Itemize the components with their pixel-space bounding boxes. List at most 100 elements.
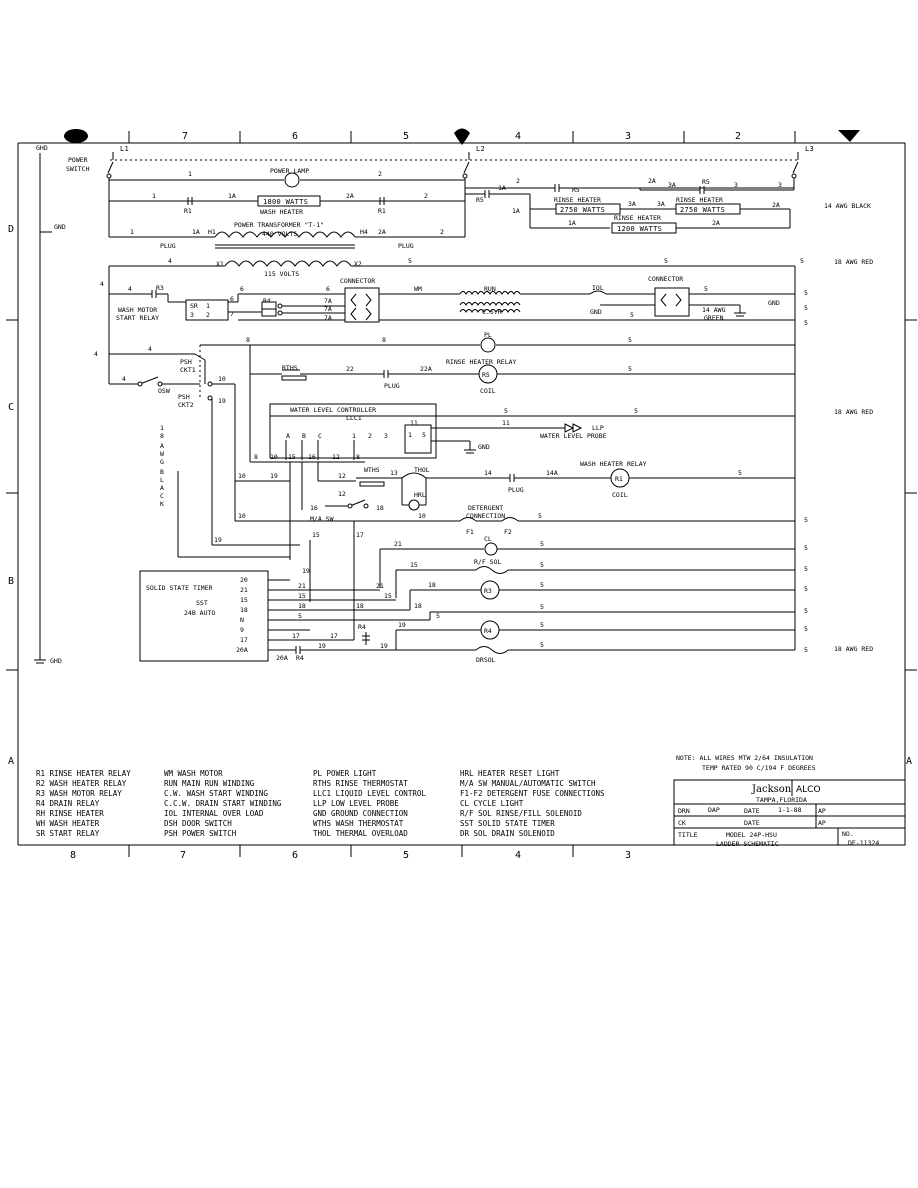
wire-label: 5 xyxy=(504,407,508,415)
power-switch-label-1: POWER xyxy=(68,156,88,164)
wire-label: 5 xyxy=(298,612,302,620)
wire-label: COIL xyxy=(612,491,628,499)
wire-label: 5 xyxy=(804,585,808,593)
wire-label: 3 xyxy=(384,432,388,440)
wire-label: GND xyxy=(768,299,780,307)
wire-label: OSW xyxy=(158,387,170,395)
wire-label: R5 xyxy=(482,371,490,379)
wire-label: RTHS xyxy=(282,364,298,372)
wire-label: F1 xyxy=(466,528,474,536)
wire-label: 3 xyxy=(734,181,738,189)
wire-label: 2 xyxy=(206,311,210,319)
wire-label: PSH xyxy=(180,358,192,366)
plug-4-label: PLUG xyxy=(508,486,524,494)
awg18-red-2: 18 AWG RED xyxy=(834,408,873,416)
wire-label: 5 xyxy=(540,561,544,569)
wire-label: 4 xyxy=(168,257,172,265)
wire-label: 19 xyxy=(302,567,310,575)
wash-heater-watts: 1800 WATTS xyxy=(263,198,308,206)
top-num-4: 4 xyxy=(515,131,521,142)
wire-label: R5 xyxy=(572,186,580,194)
wire-label: RUN xyxy=(484,285,496,293)
wire-label: DR SOL DRAIN SOLENOID xyxy=(460,829,555,838)
wire-label: R/F SOL RINSE/FILL SOLENOID xyxy=(460,809,582,818)
wire-label: RH RINSE HEATER xyxy=(36,809,104,818)
wire-label: IOL xyxy=(592,284,604,292)
wash-heater-label: WASH HEATER xyxy=(260,208,303,216)
wire-label: C.W. WASH START WINDING xyxy=(164,789,268,798)
wire-label: CKT2 xyxy=(178,401,194,409)
drawn-by: DAP xyxy=(708,806,720,814)
right-letter-a: A xyxy=(906,756,912,767)
wire-label: 12 xyxy=(338,472,346,480)
sheet-title: LADDER SCHEMATIC xyxy=(716,840,779,848)
wire-label: M/A SW xyxy=(310,515,334,523)
wire-label: 17 xyxy=(240,636,248,644)
wire-label: 18 xyxy=(414,602,422,610)
wire-label: 21 xyxy=(394,540,402,548)
wire-label: AP xyxy=(818,807,826,815)
wire-label: DETERGENT xyxy=(468,504,503,512)
wire-label: 10 xyxy=(238,472,246,480)
wire-label: 15 xyxy=(312,531,320,539)
bottom-num-6: 6 xyxy=(292,850,298,861)
wlc-label: WATER LEVEL CONTROLLER xyxy=(290,406,376,414)
model-name: MODEL 24P-HSU xyxy=(726,831,777,839)
wire-label: R4 xyxy=(484,627,492,635)
wire-label: 19 xyxy=(214,536,222,544)
bottom-num-4: 4 xyxy=(515,850,521,861)
wire-label: 5 xyxy=(628,365,632,373)
wire-label: 19 xyxy=(270,472,278,480)
wire-label: 4 xyxy=(100,280,104,288)
wire-label: 4 xyxy=(122,375,126,383)
wire-label: 2 xyxy=(516,177,520,185)
wire-label: WTHS WASH THERMOSTAT xyxy=(313,819,404,828)
wire-label: GND xyxy=(590,308,602,316)
wire-label: PL xyxy=(484,331,492,339)
wire-label: F2 xyxy=(504,528,512,536)
wire-label: 22A xyxy=(420,365,432,373)
rinse-heater-2-label: RINSE HEATER xyxy=(676,196,723,204)
wire-label: R/F SOL xyxy=(474,558,501,566)
gnd-bottom-label: GHD xyxy=(50,657,62,665)
wire-label: COIL xyxy=(480,387,496,395)
control-ladder: 4 4 4 5 5 5 18 AWG RED R3 4 6 6 6 WASH M… xyxy=(94,257,873,664)
wire-label: 1 xyxy=(206,302,210,310)
wire-label: CL CYCLE LIGHT xyxy=(460,799,524,808)
plug-1-label: PLUG xyxy=(160,242,176,250)
wire-label: 2A xyxy=(772,201,780,209)
wire-label: 6 xyxy=(240,285,244,293)
wire-label: R4 xyxy=(358,623,366,631)
wire-label: 1A xyxy=(192,228,200,236)
wire-label: 15 xyxy=(410,561,418,569)
wire-label: PSH xyxy=(178,393,190,401)
wire-label: 1 xyxy=(152,192,156,200)
wire-label: 2 xyxy=(440,228,444,236)
wire-label: 5 xyxy=(704,285,708,293)
wire-label: C xyxy=(318,432,322,440)
wire-label: RUN MAIN RUN WINDING xyxy=(164,779,255,788)
awg14-black-label: 14 AWG BLACK xyxy=(824,202,871,210)
wire-label: 16 xyxy=(308,453,316,461)
wire-label: 5 xyxy=(804,565,808,573)
wire-label: R1 RINSE HEATER RELAY xyxy=(36,769,131,778)
drawing-number: DE-11324 xyxy=(848,839,879,847)
wire-label: R4 DRAIN RELAY xyxy=(36,799,100,808)
wire-label: 15 xyxy=(298,592,306,600)
top-num-7: 7 xyxy=(182,131,188,142)
wash-heater-relay-label: WASH HEATER RELAY xyxy=(580,460,647,468)
left-letter-a: A xyxy=(8,756,14,767)
wire-label: 15 xyxy=(384,592,392,600)
wire-label: 3A xyxy=(668,181,676,189)
awg18-red-1: 18 AWG RED xyxy=(834,258,873,266)
wire-label: GND xyxy=(478,443,490,451)
wire-label: 6 xyxy=(326,285,330,293)
wire-label: 6 xyxy=(230,295,234,303)
wire-label: 7A xyxy=(324,314,332,322)
gnd-top-label: GHD xyxy=(36,144,48,152)
bottom-num-7: 7 xyxy=(180,850,186,861)
wire-label: 18 xyxy=(356,602,364,610)
wire-label: NO. xyxy=(842,830,854,838)
wire-label: 7A xyxy=(324,305,332,313)
wire-label: 4 xyxy=(128,285,132,293)
